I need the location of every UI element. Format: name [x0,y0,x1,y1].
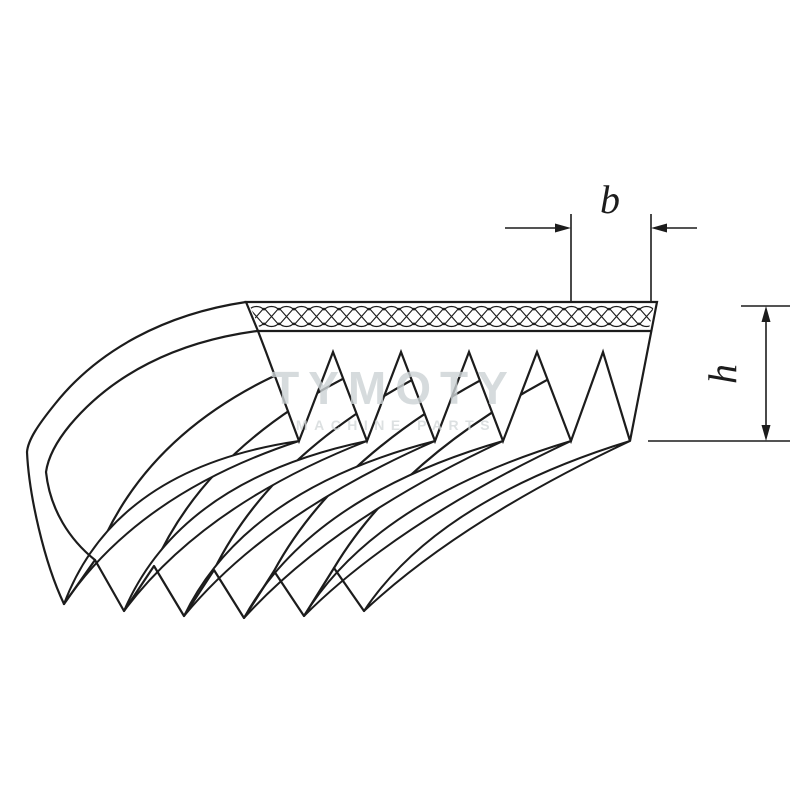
arrowhead-up-icon [761,306,771,322]
watermark-tagline: MACHINE PARTS [296,417,496,433]
cross-section-outline [244,300,659,445]
dimension-h: h [648,305,790,442]
dimension-label-h: h [700,364,745,384]
belt-back-curves [25,300,259,606]
tension-cord-hatch-band [249,304,654,329]
dimension-b: b [505,177,697,301]
watermark-brand: TYMOTY [271,362,517,414]
bottom-face-teeth [62,558,366,620]
band-inner-curve [44,329,259,562]
watermark: TYMOTY MACHINE PARTS [271,362,517,433]
dimension-label-b: b [600,177,620,222]
arrowhead-left-icon [651,223,667,233]
belt-cross-section [244,300,659,445]
band-outer-curve [25,300,248,606]
arrowhead-right-icon [555,223,571,233]
arrowhead-down-icon [761,425,771,441]
